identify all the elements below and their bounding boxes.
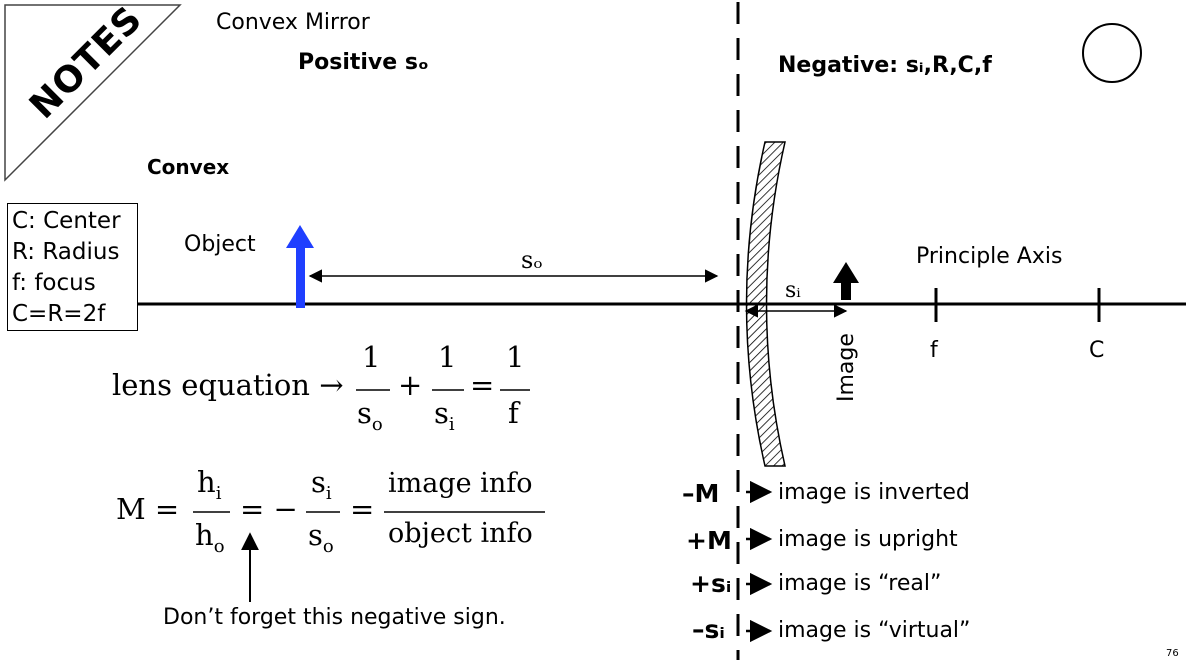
convex-label: Convex [147,155,230,179]
lens-term2-denominator: si [434,396,455,435]
mag-frac1-numerator: hi [197,465,222,504]
rule-arrows [746,480,773,643]
convex-mirror [745,141,786,467]
lens-plus: + [398,368,423,402]
image-label: Image [834,333,859,402]
mag-frac3-numerator: image info [388,468,533,499]
mag-frac2-numerator: si [311,465,332,504]
notes-corner [4,4,182,182]
mag-frac2-denominator: so [308,518,334,557]
rule-text-inverted: image is inverted [778,480,970,505]
legend-item-focus: f: focus [12,270,96,296]
rule-text-real: image is “real” [778,571,942,596]
mag-eq2: = [350,492,375,526]
lens-term1-numerator: 1 [362,340,381,374]
c-label: C [1089,338,1105,363]
so-label: sₒ [521,246,543,274]
object-arrow-head [286,225,314,248]
mag-lhs: M = [116,492,180,526]
f-label: f [930,338,938,363]
rule-symbol-neg-m: –M [682,479,720,508]
page-number: 76 [1166,648,1179,659]
lens-term3-numerator: 1 [506,340,525,374]
positive-label: Positive sₒ [298,50,429,75]
legend-item-radius: R: Radius [12,239,120,265]
legend-box: C: Center R: Radius f: focus C=R=2f [7,203,138,331]
circle-outline [1082,23,1142,83]
object-arrow-shaft [296,246,305,308]
rule-symbol-neg-si: –sᵢ [692,615,725,644]
lens-equals: = [470,368,495,402]
rule-symbol-pos-si: +sᵢ [690,569,732,598]
lens-term3-denominator: f [508,396,519,430]
reminder-text: Don’t forget this negative sign. [163,605,506,630]
rule-symbol-pos-m: +M [686,526,732,555]
lens-term2-numerator: 1 [438,340,457,374]
lens-equation-prefix: lens equation → [112,368,344,402]
slide-title: Convex Mirror [216,10,370,35]
lens-term1-denominator: so [357,396,383,435]
rule-text-virtual: image is “virtual” [778,618,971,643]
object-label: Object [184,232,256,257]
mag-frac3-denominator: object info [388,518,533,549]
rule-text-upright: image is upright [778,527,958,552]
negative-label: Negative: sᵢ,R,C,f [778,53,992,78]
mag-eq1: = − [240,492,298,526]
principal-axis-label: Principle Axis [916,244,1063,269]
legend-item-relation: C=R=2f [12,301,106,327]
si-label: sᵢ [785,278,801,303]
mag-frac1-denominator: ho [195,518,225,557]
image-arrow-shaft [841,281,851,300]
image-arrow-head [833,262,859,283]
legend-item-center: C: Center [12,208,121,234]
